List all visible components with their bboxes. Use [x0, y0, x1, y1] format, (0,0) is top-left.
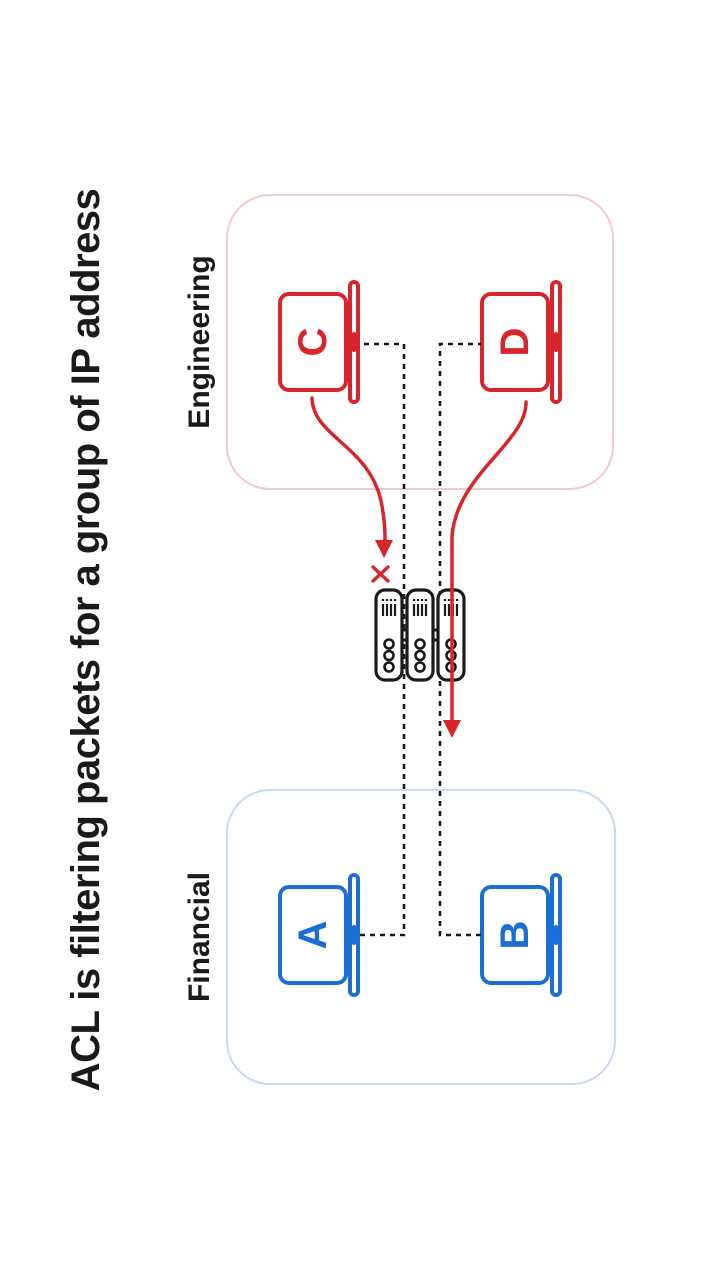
switch-connector	[396, 628, 413, 642]
switch-connector	[427, 628, 444, 642]
computer-c-label: C	[291, 327, 335, 357]
computer-a-screen: A	[278, 885, 348, 985]
computer-b-base	[550, 873, 562, 997]
blocked-flow-arrowhead	[375, 540, 393, 558]
computer-b-label: B	[493, 920, 537, 950]
switch-unit-1	[374, 588, 404, 682]
computer-a-label: A	[291, 920, 335, 950]
computer-d: D	[480, 280, 562, 404]
diagram-title: ACL is filtering packets for a group of …	[64, 188, 108, 1092]
computer-a: A	[278, 873, 360, 997]
computer-d-notch	[554, 332, 558, 352]
blocked-x-icon	[371, 565, 390, 583]
computer-c: C	[278, 280, 360, 404]
computer-c-base	[348, 280, 360, 404]
computer-c-screen: C	[278, 292, 348, 392]
allowed-flow-arrowhead	[443, 720, 461, 738]
switch-unit-3	[436, 588, 466, 682]
computer-a-base	[348, 873, 360, 997]
computer-c-notch	[352, 332, 356, 352]
computer-d-label: D	[493, 327, 537, 357]
engineering-group-label: Engineering	[183, 255, 216, 429]
computer-a-notch	[352, 925, 356, 945]
acl-switch-stack	[374, 588, 466, 682]
switch-unit-2	[405, 588, 435, 682]
computer-d-screen: D	[480, 292, 550, 392]
financial-group-label: Financial	[183, 871, 216, 1003]
computer-b: B	[480, 873, 562, 997]
computer-b-screen: B	[480, 885, 550, 985]
computer-d-base	[550, 280, 562, 404]
computer-b-notch	[554, 925, 558, 945]
